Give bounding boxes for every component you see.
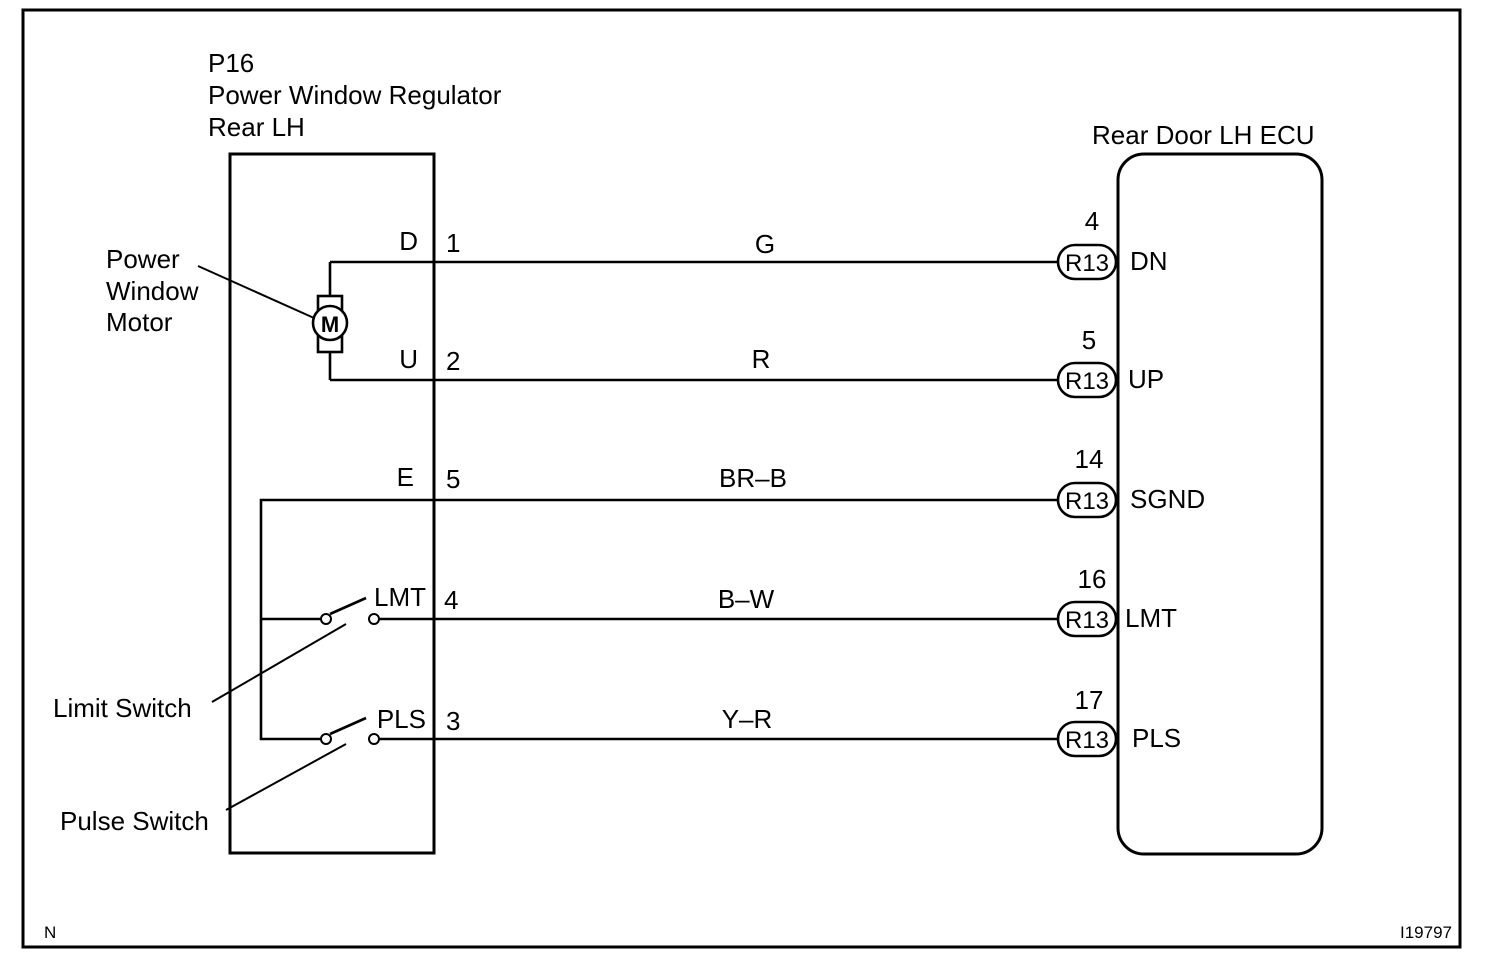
reg-terminal-e: E [397, 462, 414, 492]
power-window-motor: M [311, 262, 349, 380]
ecu-terminal-dn: DN [1130, 246, 1168, 276]
motor-label: Power Window Motor [106, 244, 315, 337]
regulator-connector-id: P16 [208, 48, 254, 78]
connector-r13-badge [1056, 243, 1118, 281]
circuit-pls: PLS 3 Y–R 17 R13 PLS [377, 685, 1181, 758]
limit-switch-label: Limit Switch [53, 693, 192, 723]
connector-r13-badge [1056, 481, 1118, 519]
ecu-pin-14: 14 [1075, 444, 1104, 474]
reg-pin-5: 5 [446, 464, 460, 494]
circuit-lmt: LMT 4 B–W 16 R13 LMT [374, 564, 1177, 638]
connector-r13-badge [1056, 600, 1118, 638]
wire-color-br-b: BR–B [719, 463, 787, 493]
connector-r13-label: R13 [1065, 488, 1109, 515]
ecu-pin-16: 16 [1078, 564, 1107, 594]
motor-label-line2: Window [106, 276, 199, 306]
pulse-switch [320, 716, 434, 745]
ecu-terminal-pls: PLS [1132, 723, 1181, 753]
connector-r13-label: R13 [1065, 250, 1109, 277]
wire-color-r: R [752, 344, 771, 374]
motor-leader-line [197, 265, 315, 319]
reg-terminal-lmt: LMT [374, 582, 426, 612]
ecu-pin-17: 17 [1075, 685, 1104, 715]
circuit-up: U 2 R 5 R13 UP [330, 325, 1164, 399]
reg-pin-2: 2 [446, 346, 460, 376]
ecu-box [1116, 152, 1324, 856]
ecu-terminal-sgnd: SGND [1130, 484, 1205, 514]
reg-pin-4: 4 [444, 585, 458, 615]
regulator-title: Power Window Regulator [208, 80, 502, 110]
reg-terminal-pls: PLS [377, 704, 426, 734]
diagram-frame [21, 8, 1462, 949]
regulator-subtitle: Rear LH [208, 112, 305, 142]
connector-r13-label: R13 [1065, 368, 1109, 395]
reg-pin-3: 3 [446, 706, 460, 736]
svg-text:M: M [321, 312, 339, 337]
motor-label-line1: Power [106, 244, 180, 274]
reg-terminal-d: D [399, 226, 418, 256]
wire-color-b-w: B–W [718, 584, 775, 614]
ecu-title: Rear Door LH ECU [1092, 120, 1315, 150]
ecu-terminal-up: UP [1128, 364, 1164, 394]
reg-pin-1: 1 [446, 228, 460, 258]
corner-mark: N [44, 923, 56, 942]
ecu-pin-5: 5 [1082, 325, 1096, 355]
limit-switch [320, 596, 434, 625]
wire-color-g: G [755, 229, 775, 259]
limit-switch-leader-line [211, 623, 347, 703]
connector-r13-badge [1056, 720, 1118, 758]
figure-id: I19797 [1400, 923, 1452, 942]
regulator-box [228, 152, 436, 855]
ecu-terminal-lmt: LMT [1125, 603, 1177, 633]
pulse-switch-leader-line [225, 743, 347, 811]
circuit-sgnd: E 5 BR–B 14 R13 SGND [397, 444, 1205, 519]
motor-icon [311, 304, 349, 342]
reg-terminal-u: U [399, 344, 418, 374]
circuit-dn: D 1 G 4 R13 DN [330, 206, 1168, 281]
ecu-pin-4: 4 [1085, 206, 1099, 236]
pulse-switch-label: Pulse Switch [60, 806, 209, 836]
connector-r13-label: R13 [1065, 727, 1109, 754]
motor-label-line3: Motor [106, 307, 173, 337]
connector-r13-label: R13 [1065, 607, 1109, 634]
wire-color-y-r: Y–R [722, 704, 773, 734]
connector-r13-badge [1056, 361, 1118, 399]
